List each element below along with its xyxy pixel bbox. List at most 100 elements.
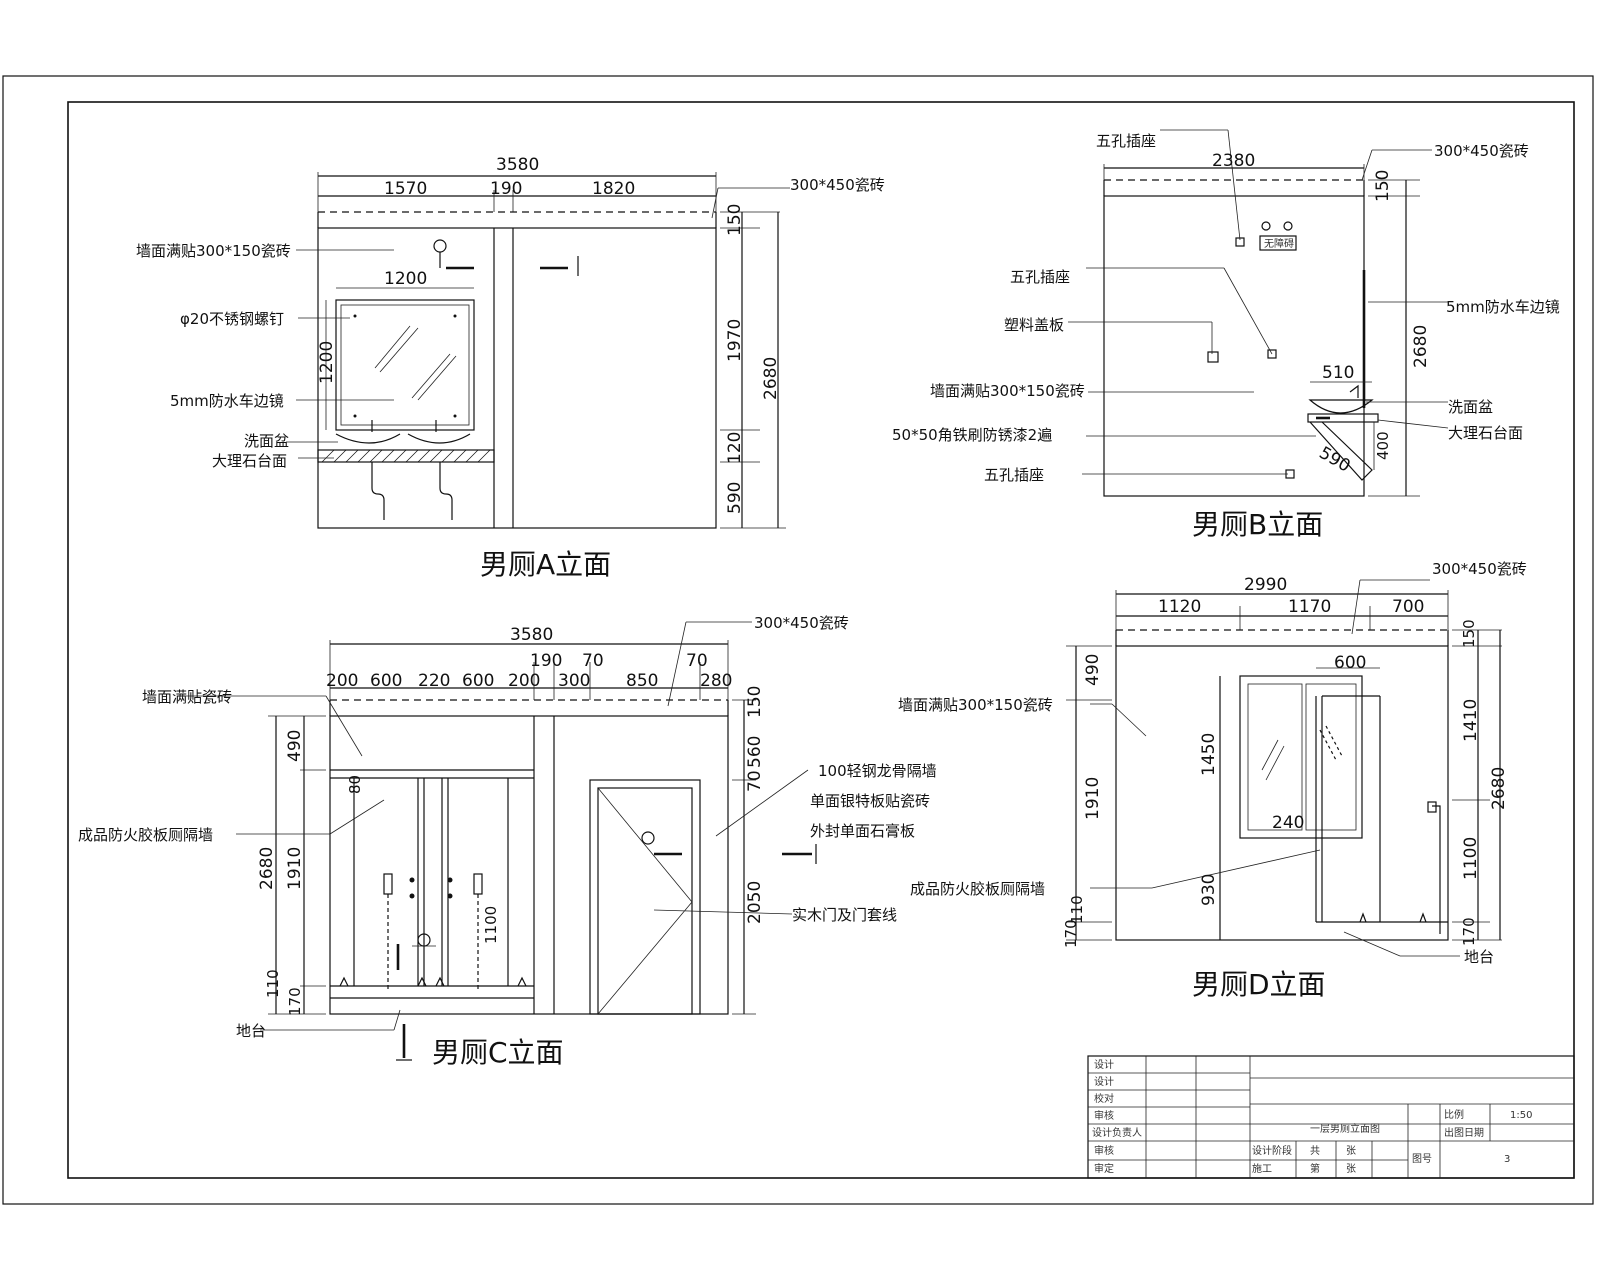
tb-sheet-label: 共 [1310,1145,1320,1157]
elevation-a [286,172,790,529]
elev-a-dim-right-1: 150 [725,204,745,236]
elev-d-dim-top-2: 1170 [1288,597,1331,617]
elev-a-title: 男厕A立面 [480,548,611,581]
elev-c-dim-left-2: 1910 [285,847,305,890]
tb-drawing-name: 一层男厕立面图 [1310,1122,1380,1135]
tb-issue-date: 出图日期 [1444,1126,1484,1139]
elev-b-dim-total: 2380 [1212,151,1255,171]
elev-d-dim-left-3: 110 [1068,895,1086,924]
tb-phase-label: 设计阶段 [1252,1144,1292,1157]
elev-a-dim-right-3: 120 [725,432,745,464]
elev-d-dim-total: 2990 [1244,575,1287,595]
elev-a-label-basin: 洗面盆 [244,432,289,450]
tb-role-1: 设计 [1094,1058,1114,1071]
elev-c-wall [329,715,729,1015]
elev-b-label-socket-top: 五孔插座 [1096,132,1156,150]
elev-a-label-screw: φ20不锈钢螺钉 [180,310,284,328]
tb-page-label: 第 [1310,1162,1320,1175]
elev-d-dim-left-1: 490 [1083,654,1103,686]
elev-d-dim-930: 930 [1199,874,1219,906]
elev-b-label-marble: 大理石台面 [1448,424,1523,442]
elev-a-dim-mirror-h: 1200 [317,341,337,384]
elev-b-dim-bracket: 590 [1316,443,1354,477]
elev-b-dim-basin: 510 [1322,363,1354,383]
tb-scale-label: 比例 [1444,1108,1464,1121]
elev-c-title: 男厕C立面 [432,1036,564,1069]
elev-d-dim-right-1: 150 [1460,619,1478,648]
elev-d-dim-top-1: 1120 [1158,597,1201,617]
elev-c-dim-left-1: 490 [285,730,305,762]
elev-a-dim-height: 2680 [761,357,781,400]
elevation-b: 无障碍 [1068,129,1449,497]
elev-d-dim-600: 600 [1334,653,1366,673]
elev-d-dim-height: 2680 [1489,767,1509,810]
tb-role-5: 设计负责人 [1092,1126,1142,1139]
elev-c-dim-r1-1: 190 [530,651,562,671]
elev-c-dim-right-3: 70 [745,770,765,792]
elev-d-dim-240: 240 [1272,813,1304,833]
elev-b-label-socket-mid: 五孔插座 [1010,268,1070,286]
elev-c-dim-r1-2: 70 [582,651,604,671]
elev-d-dim-right-2: 1410 [1461,699,1481,742]
elev-c-dim-right-2: 560 [745,736,765,768]
elev-c-dim-left-3: 110 [264,969,282,998]
elev-d-dim-top-3: 700 [1392,597,1424,617]
tb-role-6: 审核 [1094,1144,1114,1157]
elev-c-dim-1100: 1100 [482,906,500,944]
elev-c-label-stud-1: 100轻钢龙骨隔墙 [818,762,937,780]
tb-drawing-no: 3 [1504,1154,1510,1165]
tb-role-7: 审定 [1094,1162,1114,1175]
cover-plate-icon [1207,351,1219,363]
elev-d-dim-left-4: 170 [1062,919,1080,948]
elev-c-dim-80: 80 [346,775,364,794]
elev-b-label-angle-iron: 50*50角铁刷防锈漆2遍 [892,426,1052,444]
elev-a-label-marble: 大理石台面 [212,452,287,470]
elev-d-label-partition: 成品防火胶板厕隔墙 [910,880,1045,898]
elev-c-label-stud-2: 单面银特板贴瓷砖 [810,792,930,810]
elev-a-label-tile-top: 300*450瓷砖 [790,176,885,194]
elev-d-window [1239,675,1363,839]
elev-c-dim-total: 3580 [510,625,553,645]
elev-b-dim-top: 150 [1373,170,1393,202]
tb-drawing-no-label: 图号 [1412,1153,1432,1165]
elev-a-dim-total: 3580 [496,155,539,175]
elev-c-label-platform: 地台 [236,1022,266,1040]
elev-c-label-door: 实木门及门套线 [792,906,897,924]
elev-b-label-mirror: 5mm防水车边镜 [1446,298,1560,316]
elev-c-label-wall-tile: 墙面满贴瓷砖 [142,688,232,706]
elevation-c [186,621,817,1061]
elev-d-label-wall-tile: 墙面满贴300*150瓷砖 [898,696,1053,714]
elev-c-dim-r2-1: 200 [326,671,358,691]
elev-a-label-mirror: 5mm防水车边镜 [170,392,284,410]
elev-c-dim-r1-3: 70 [686,651,708,671]
elev-b-label-tile-top: 300*450瓷砖 [1434,142,1529,160]
elev-d-dim-right-4: 170 [1460,917,1478,946]
elev-a-dim-right-2: 1970 [725,319,745,362]
elev-d-label-tile-top: 300*450瓷砖 [1432,560,1527,578]
tb-scale-value: 1:50 [1510,1110,1532,1121]
elev-d-wall [1115,645,1449,941]
elev-a-dim-top-3: 1820 [592,179,635,199]
elev-c-dim-r2-8: 280 [700,671,732,691]
elev-c-label-tile-top: 300*450瓷砖 [754,614,849,632]
elev-a-wall [317,227,717,529]
tb-phase-value: 施工 [1252,1162,1272,1175]
elev-c-dim-left-4: 170 [286,987,304,1016]
tb-role-2: 设计 [1094,1075,1114,1088]
elev-d-title: 男厕D立面 [1192,968,1326,1001]
tb-sheet-unit: 张 [1346,1145,1356,1157]
elev-c-dim-r2-3: 220 [418,671,450,691]
elev-d-dim-1450: 1450 [1199,733,1219,776]
elevation-d [1066,579,1502,957]
elev-c-dim-r2-2: 600 [370,671,402,691]
elev-d-label-platform: 地台 [1464,948,1494,966]
socket-icon [1267,349,1277,359]
elev-c-dim-r2-6: 300 [558,671,590,691]
elev-b-title: 男厕B立面 [1192,508,1323,541]
elev-b-label-plastic-cover: 塑料盖板 [1004,316,1064,334]
elev-c-label-stud-3: 外封单面石膏板 [810,822,915,840]
elev-a-dim-mirror-w: 1200 [384,269,427,289]
outer-border [2,75,1594,1205]
